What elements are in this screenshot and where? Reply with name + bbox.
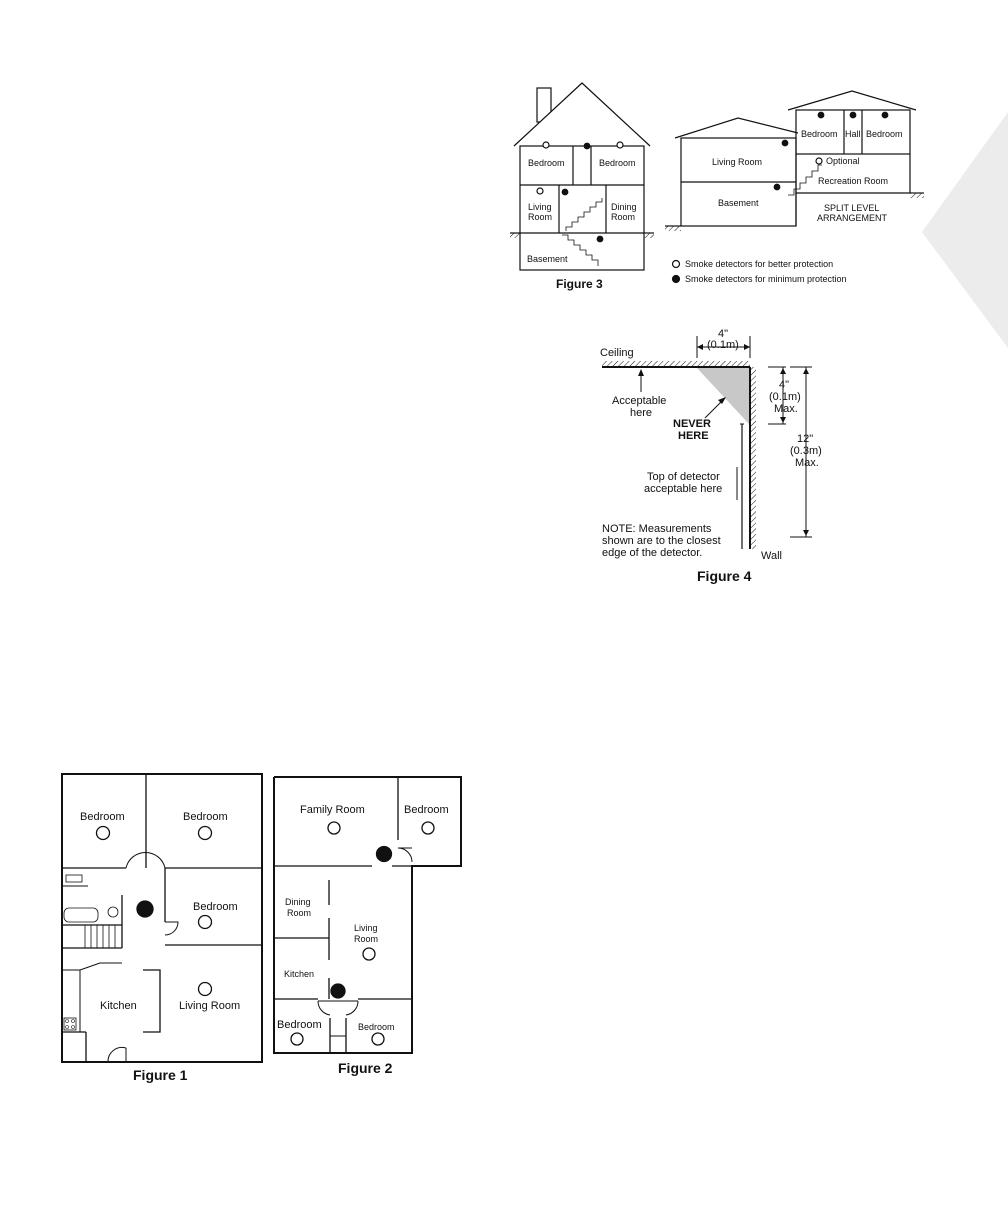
fig3-optional: Optional	[826, 156, 860, 166]
detector-better-living	[536, 187, 544, 195]
fig1-bedroom-3: Bedroom	[193, 901, 238, 913]
detector-min-hall	[583, 142, 591, 150]
fig4-ceiling: Ceiling	[600, 347, 634, 359]
stairs-lower	[562, 234, 599, 266]
fig4-acceptable-1: Acceptable	[612, 395, 666, 407]
fig3-split-bedroom-left: Bedroom	[801, 129, 838, 139]
figure-1-labels: Bedroom Bedroom Bedroom Kitchen Living R…	[80, 811, 240, 1083]
fig1-detector-bedroom-1	[95, 825, 111, 841]
fig4-wall: Wall	[761, 550, 782, 562]
fig4-side-dim-2: (0.1m)	[769, 391, 801, 403]
fig2-family: Family Room	[300, 804, 365, 816]
never-here-zone	[697, 368, 749, 424]
fig3-split-title-1: SPLIT LEVEL	[824, 203, 879, 213]
fig2-detector-lower-hall	[330, 983, 346, 999]
figure-2-caption: Figure 2	[338, 1060, 393, 1076]
fig3-bedroom-left: Bedroom	[528, 158, 565, 168]
fig1-kitchen: Kitchen	[100, 1000, 137, 1012]
fig4-top-detector-2: acceptable here	[644, 483, 722, 495]
figure-3	[510, 82, 924, 284]
house-split-level	[665, 90, 924, 231]
detector-better-bedroom-right	[616, 141, 624, 149]
fig2-detector-family	[327, 821, 341, 835]
fig3-split-hall: Hall	[845, 129, 861, 139]
house-two-storey	[510, 82, 654, 271]
fig4-long-dim-2: (0.3m)	[790, 445, 822, 457]
fig4-note-3: edge of the detector.	[602, 547, 702, 559]
fig3-dining-line1: Dining	[611, 202, 637, 212]
figure-1	[61, 773, 263, 1063]
fig3-basement: Basement	[527, 254, 568, 264]
figure-3-labels: Bedroom Bedroom Living Room Dining Room …	[527, 129, 903, 291]
page-edge-tab	[922, 112, 1008, 348]
fig3-bedroom-right: Bedroom	[599, 158, 636, 168]
fig2-dining-1: Dining	[285, 897, 311, 907]
fig2-dining-2: Room	[287, 908, 311, 918]
fig2-living-1: Living	[354, 923, 378, 933]
fig3-dining-line2: Room	[611, 212, 635, 222]
stairs-upper	[565, 198, 603, 231]
detector-better-bedroom-left	[542, 141, 550, 149]
detector-min-bedroom-split-right	[881, 111, 889, 119]
figure-4	[602, 336, 812, 549]
detector-min-basement-split	[773, 183, 781, 191]
detector-min-stair	[561, 188, 569, 196]
fig4-top-detector-1: Top of detector	[647, 471, 720, 483]
figure-1-caption: Figure 1	[133, 1067, 188, 1083]
detector-min-hall-split	[849, 111, 857, 119]
fig2-kitchen: Kitchen	[284, 969, 314, 979]
detector-min-living-split	[781, 139, 789, 147]
legend-better-text: Smoke detectors for better protection	[685, 259, 833, 269]
figure-2	[273, 776, 462, 1054]
fig4-note-1: NOTE: Measurements	[602, 523, 712, 535]
fig3-recreation: Recreation Room	[818, 176, 888, 186]
fig1-outline	[61, 773, 263, 1063]
detector-optional	[815, 157, 823, 165]
fig2-detector-hall	[375, 845, 393, 863]
fig1-detector-hall	[136, 900, 154, 918]
fig3-living-line1: Living	[528, 202, 552, 212]
figure-4-caption: Figure 4	[697, 568, 752, 584]
fig3-split-living: Living Room	[712, 157, 762, 167]
fig2-living-2: Room	[354, 934, 378, 944]
fig1-detector-bedroom-3	[197, 914, 213, 930]
fig4-long-dim-3: Max.	[795, 457, 819, 469]
fig3-split-basement: Basement	[718, 198, 759, 208]
fig2-detector-bedroom-top	[421, 821, 435, 835]
fig4-top-dim-2: (0.1m)	[707, 339, 739, 351]
fig1-bedroom-2: Bedroom	[183, 811, 228, 823]
fig4-top-dim-1: 4"	[718, 328, 728, 340]
fig2-bedroom-top: Bedroom	[404, 804, 449, 816]
fig3-split-title-2: ARRANGEMENT	[817, 213, 888, 223]
legend-minimum-marker	[671, 274, 681, 284]
fig4-acceptable-2: here	[630, 407, 652, 419]
legend-better-marker	[671, 259, 681, 269]
detector-min-bedroom-split-left	[817, 111, 825, 119]
fig2-bedroom-bl: Bedroom	[277, 1019, 322, 1031]
fig4-note-2: shown are to the closest	[602, 535, 721, 547]
fig4-side-dim-1: 4"	[779, 379, 789, 391]
figure-2-labels: Family Room Bedroom Dining Room Living R…	[277, 804, 449, 1076]
fig2-bedroom-br: Bedroom	[358, 1022, 395, 1032]
figure-4-labels: Ceiling 4" (0.1m) Acceptable here NEVER …	[600, 328, 822, 584]
roof	[513, 82, 651, 147]
detector-min-basement	[596, 235, 604, 243]
fig2-detector-bedroom-br	[371, 1032, 385, 1046]
fig1-detector-living	[197, 981, 213, 997]
figure-3-caption: Figure 3	[556, 277, 603, 291]
fig4-never-1: NEVER	[673, 418, 711, 430]
fig2-detector-living	[362, 947, 376, 961]
fig1-bedroom-1: Bedroom	[80, 811, 125, 823]
fig3-split-bedroom-right: Bedroom	[866, 129, 903, 139]
legend-minimum-text: Smoke detectors for minimum protection	[685, 274, 847, 284]
fig4-never-2: HERE	[678, 430, 709, 442]
fig2-detector-bedroom-bl	[290, 1032, 304, 1046]
fig1-living: Living Room	[179, 1000, 240, 1012]
fig4-side-dim-3: Max.	[774, 403, 798, 415]
fig3-living-line2: Room	[528, 212, 552, 222]
fig4-long-dim-1: 12"	[797, 433, 813, 445]
fig1-detector-bedroom-2	[197, 825, 213, 841]
